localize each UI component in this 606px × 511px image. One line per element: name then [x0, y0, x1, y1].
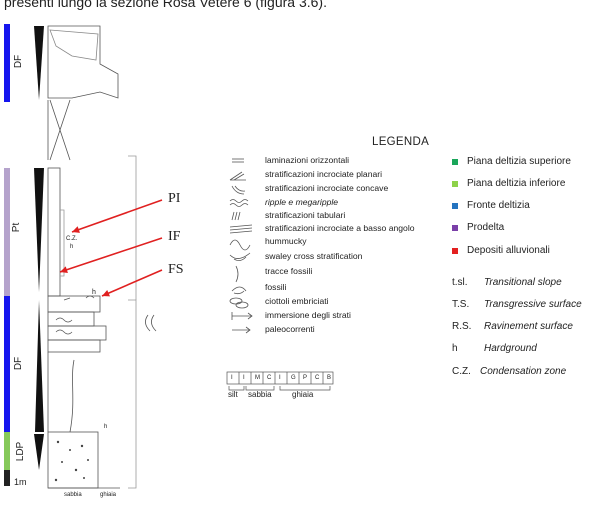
facies-bar-df-top [4, 24, 10, 102]
grain-group-sabbia: sabbia [248, 390, 272, 399]
legend-structure-label: stratificazioni tabulari [265, 210, 346, 220]
figure-caption: presenti lungo la sezione Rosa Vetere 6 … [4, 0, 327, 10]
environment-label: Fronte deltizia [467, 200, 530, 211]
tabular-stratification-icon [228, 209, 260, 221]
concave-cross-stratification-icon [228, 182, 260, 194]
planar-cross-stratification-icon [228, 168, 260, 180]
environment-label: Piana deltizia inferiore [467, 178, 566, 189]
trace-fossil-icon [228, 265, 260, 277]
grain-scale-tick: I [243, 375, 245, 381]
legend-title: LEGENDA [372, 136, 430, 148]
bottom-scale-sabbia: sabbia [64, 492, 82, 498]
facies-bar-ldp [4, 432, 10, 470]
legend-structure-label: tracce fossili [265, 266, 313, 276]
legend-structure-label: paleocorrenti [265, 324, 315, 334]
grain-scale-tick: G [291, 375, 296, 381]
swaley-icon [228, 250, 260, 262]
environment-label: Piana deltizia superiore [467, 156, 571, 167]
hardground-label-fs: h [92, 289, 96, 296]
hummocky-icon [228, 235, 260, 247]
imbricated-pebbles-icon [228, 295, 260, 307]
legend-structure-label: immersione degli strati [265, 310, 351, 320]
surface-label-if: IF [168, 229, 181, 244]
environment-label: Depositi alluvionali [467, 245, 550, 256]
arrow-heads [60, 226, 110, 297]
facies-label-df-top: DF [13, 54, 25, 69]
environment-swatch [452, 181, 458, 187]
grain-scale-tick: P [303, 375, 308, 381]
surface-arrows [59, 199, 163, 297]
trend-triangle-df [35, 300, 44, 432]
bed-dip-icon [228, 309, 260, 321]
ripple-icon [228, 196, 260, 208]
environment-swatch [452, 159, 458, 165]
abbreviation-code: h [452, 343, 458, 354]
arrow-head [102, 289, 110, 297]
legend-structure-label: stratificazioni incrociate concave [265, 183, 389, 193]
legend-structure-label: laminazioni orizzontali [265, 155, 350, 165]
grain-group-ghiaia: ghiaia [292, 390, 314, 399]
abbreviation-meaning: Transitional slope [484, 277, 562, 288]
hardground-label-cz: h [70, 244, 74, 250]
legend-symbols [229, 158, 253, 334]
legend-structure-label: stratificazioni incrociate a basso angol… [265, 223, 415, 233]
trend-triangle-pt [34, 168, 44, 292]
legend-structure-label: ciottoli embriciati [265, 296, 329, 306]
scale-bar [4, 470, 10, 486]
grain-scale-tick: C [267, 375, 272, 381]
grain-scale-tick: B [327, 375, 332, 381]
facies-label-df-bottom: DF [13, 356, 25, 371]
environment-swatch [452, 248, 458, 254]
arrow-fs [101, 269, 163, 297]
column-outline [47, 25, 157, 489]
facies-label-ldp: LDP [15, 441, 27, 462]
abbreviation-meaning: Hardground [484, 343, 537, 354]
horizontal-lamination-icon [228, 154, 260, 166]
abbreviation-code: t.sl. [452, 277, 468, 288]
abbreviation-code: C.Z. [452, 366, 471, 377]
surface-label-fs: FS [168, 262, 184, 277]
legend-structure-label: fossili [265, 282, 287, 292]
environment-swatch [452, 225, 458, 231]
abbreviation-code: T.S. [452, 299, 470, 310]
facies-bar-df-bottom [4, 296, 10, 432]
environment-swatch [452, 203, 458, 209]
grain-scale-tick: I [279, 375, 281, 381]
scale-label: 1m [14, 477, 27, 487]
trend-triangle-ldp [34, 434, 44, 470]
abbreviation-code: R.S. [452, 321, 472, 332]
abbreviation-meaning: Transgressive surface [484, 299, 582, 310]
abbreviation-meaning: Condensation zone [480, 366, 567, 377]
trend-triangle-top [34, 26, 44, 100]
environment-label: Prodelta [467, 222, 505, 233]
abbreviation-meaning: Ravinement surface [484, 321, 573, 332]
grain-scale-tick: C [315, 375, 320, 381]
arrow-pi [71, 199, 163, 233]
grain-scale-tick: M [255, 375, 260, 381]
legend-structure-label: stratificazioni incrociate planari [265, 169, 383, 179]
surface-label-pi: PI [168, 191, 181, 206]
grain-scale [226, 371, 334, 391]
hardground-label-ldp: h [104, 424, 108, 430]
facies-label-pt: Pt [11, 222, 23, 233]
paleocurrent-arrow-icon [228, 323, 260, 335]
condensation-zone-label: C.Z. [66, 236, 78, 242]
fossil-icon [228, 281, 260, 293]
legend-structure-label: swaley cross stratification [265, 251, 363, 261]
legend-structure-label: hummucky [265, 236, 307, 246]
interval-brackets [60, 155, 137, 489]
arrow-head [72, 226, 80, 233]
arrow-head [60, 266, 68, 274]
grain-scale-tick: I [231, 375, 233, 381]
low-angle-cross-stratification-icon [228, 222, 260, 234]
arrow-if [59, 237, 163, 273]
legend-structure-label: ripple e megaripple [265, 197, 339, 207]
bottom-scale-ghiaia: ghiaia [100, 492, 117, 498]
facies-bar-pt [4, 168, 10, 296]
conglomerate-dots [54, 440, 89, 482]
grain-group-silt: silt [228, 390, 238, 399]
